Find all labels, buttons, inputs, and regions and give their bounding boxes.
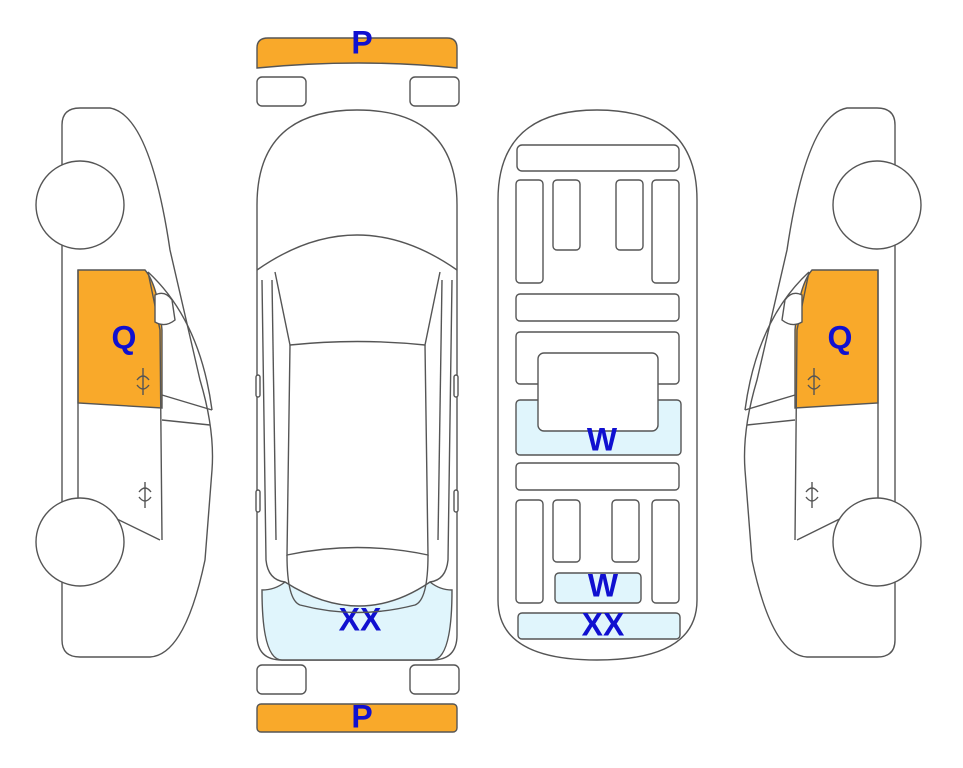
left-handle-rear [138,482,152,508]
front-bumper-panel [256,37,458,69]
bottom-center-block [537,352,659,432]
right-front-wheel [832,160,922,250]
left-glass [147,271,213,411]
top-rear-label: XX [339,601,382,637]
bottom-panel-mid1 [515,293,680,322]
rear-window [286,554,429,614]
car-top-view: XX [255,109,459,661]
rear-light-left [256,664,307,695]
bottom-panel-r2 [615,179,644,251]
left-door-line-b [147,271,163,541]
bottom-panel-top [516,144,680,172]
right-rear-wheel [832,497,922,587]
bottom-rear-edge-label: XX [582,606,625,642]
mirror-left [255,374,261,398]
right-door-line-b [794,271,810,541]
bottom-panel-l2 [552,179,581,251]
roof-outline [286,344,429,556]
bottom-panel-r3 [651,499,680,604]
car-left-side-view: Q [35,107,214,658]
left-handle-front [136,368,150,395]
side-line-right [429,279,453,583]
side-line-left-2 [271,279,277,541]
rear-bumper-panel [256,703,458,733]
rear-light-right [409,664,460,695]
front-light-left [256,76,307,107]
bottom-panel-r1 [651,179,680,284]
car-bottom-view: W W XX [497,109,698,661]
left-sill [161,394,213,426]
bottom-panel-r4 [611,499,640,563]
left-front-door-label: Q [112,319,137,355]
bottom-rear-small-label: W [588,567,619,603]
right-mirror [781,292,803,326]
bottom-rear-small-scratch-area [554,572,642,604]
bottom-rear-edge-scratch-area [517,612,681,640]
bottom-panel-l3 [515,499,544,604]
front-bumper-group: P [256,24,460,107]
bottom-panel-mid3 [515,462,680,491]
left-front-wheel [35,160,125,250]
front-light-right [409,76,460,107]
right-handle-front [807,368,821,395]
right-sill [744,394,796,426]
windshield-line [256,234,458,271]
right-handle-rear [805,482,819,508]
front-bumper-label: P [351,24,372,60]
handle-left [255,489,261,513]
windshield-inner [274,271,441,346]
bottom-panel-l4 [552,499,581,563]
mirror-right [453,374,459,398]
right-glass [744,271,810,411]
bottom-panel-l1 [515,179,544,284]
left-rear-wheel [35,497,125,587]
bottom-middle-label: W [587,421,618,457]
rear-bumper-group: P [256,664,460,734]
car-right-side-view: Q [743,107,922,658]
top-view-body [256,109,458,661]
rear-bumper-label: P [351,698,372,734]
right-front-door-label: Q [828,319,853,355]
handle-right [453,489,459,513]
side-line-left [261,279,286,583]
left-mirror [154,292,176,326]
side-line-right-2 [437,279,443,541]
